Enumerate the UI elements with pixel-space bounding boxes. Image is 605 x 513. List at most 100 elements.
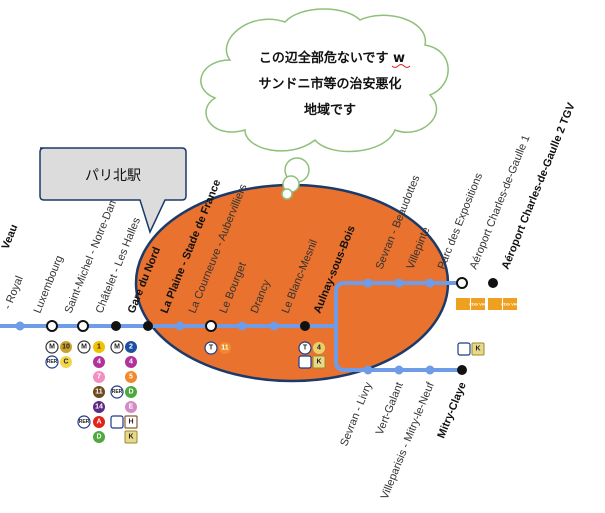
badge-label: 11: [95, 389, 103, 396]
badge-label: 5: [129, 374, 133, 381]
metro-icon: [45, 340, 59, 354]
line-badge: [60, 341, 72, 353]
line-badge: [125, 356, 137, 368]
badge-label: K: [128, 434, 133, 441]
badge-label: T: [303, 345, 308, 352]
station-marker[interactable]: [77, 320, 89, 332]
line-badge: [93, 356, 105, 368]
airport-icon: [456, 298, 470, 310]
badge-label: RER: [79, 419, 90, 425]
badge-label: M: [81, 344, 87, 351]
tram-icon: [298, 341, 312, 355]
badge-label: D: [96, 434, 101, 441]
badge-label: A: [96, 419, 101, 426]
line-badge: [93, 431, 105, 443]
callout-gare-du-nord: パリ北駅: [39, 147, 187, 235]
thought-line: この辺全部危ないです w: [259, 50, 405, 66]
rer-icon: [110, 385, 124, 399]
line-badge: [93, 341, 105, 353]
line-badge: [471, 342, 485, 356]
line-badge: [219, 342, 231, 354]
cdgval-badge: [503, 298, 517, 310]
station-marker[interactable]: [269, 321, 279, 331]
badge-label: E: [129, 404, 134, 411]
station-marker[interactable]: [143, 321, 153, 331]
line-badge: [93, 416, 105, 428]
station-marker[interactable]: [300, 321, 310, 331]
badge-label: T: [209, 345, 214, 352]
badge-label: CDG VAL: [469, 302, 487, 307]
station-label: Mitry-Claye: [435, 381, 468, 440]
thought-bubble-dot: [281, 188, 293, 200]
badge-label: RER: [112, 389, 123, 395]
line-badge: [313, 342, 325, 354]
station-marker[interactable]: [425, 278, 435, 288]
station-marker[interactable]: [205, 320, 217, 332]
metro-icon: [77, 340, 91, 354]
line-badge: [125, 401, 137, 413]
train-icon: [298, 355, 312, 369]
line-badge: [125, 386, 137, 398]
line-badge: [93, 386, 105, 398]
station-marker[interactable]: [363, 365, 373, 375]
spellcheck-underline: [391, 64, 411, 68]
badge-label: 7: [97, 374, 101, 381]
station-label: Sevran - Livry: [338, 380, 375, 448]
station-labels-mitry: Sevran - Livry Vert-Galant Villeparisis …: [338, 380, 469, 501]
station-marker[interactable]: [394, 365, 404, 375]
badge-label: 10: [62, 344, 70, 351]
badge-label: D: [128, 389, 133, 396]
station-label: Luxembourg: [32, 254, 66, 315]
badge-label: H: [128, 419, 133, 426]
station-label: Saint-Michel - Notre-Dame: [63, 190, 123, 315]
thought-bubble: この辺全部危ないです w サンドニ市等の治安悪化 地域です: [200, 8, 449, 200]
badge-label: C: [63, 359, 68, 366]
badge-label: 4: [97, 359, 101, 366]
connections-chatelet: M 1 4 7 11 14 RER A D: [77, 340, 105, 443]
badge-label: 4: [129, 359, 133, 366]
station-marker[interactable]: [111, 321, 121, 331]
metro-icon: [110, 340, 124, 354]
station-marker[interactable]: [488, 278, 498, 288]
badge-label: 14: [95, 404, 103, 411]
train-icon: [457, 342, 471, 356]
badge-label: 2: [129, 344, 133, 351]
connections-aulnay: T 4 K: [298, 341, 326, 369]
badge-label: 11: [221, 345, 229, 352]
line-badge: [93, 401, 105, 413]
station-marker[interactable]: [394, 278, 404, 288]
station-marker[interactable]: [15, 321, 25, 331]
airport-icon: [488, 298, 502, 310]
badge-label: K: [475, 346, 480, 353]
badge-label: M: [114, 344, 120, 351]
thought-line: サンドニ市等の治安悪化: [258, 76, 401, 92]
station-marker[interactable]: [363, 278, 373, 288]
connections-mitry: K: [457, 342, 485, 356]
badge-label: M: [49, 344, 55, 351]
station-label: - Royal: [2, 274, 26, 311]
station-marker[interactable]: [456, 277, 468, 289]
line-badge: [125, 371, 137, 383]
station-marker[interactable]: [46, 320, 58, 332]
line-badge: [124, 430, 138, 444]
badge-label: 1: [97, 344, 101, 351]
station-marker[interactable]: [425, 365, 435, 375]
connections-cdg: CDG VAL CDG VAL: [456, 298, 519, 310]
station-markers: [15, 277, 498, 375]
rer-icon: [77, 415, 91, 429]
badge-label: K: [316, 359, 321, 366]
station-marker[interactable]: [237, 321, 247, 331]
station-label: Aéroport Charles-de-Gaulle 1: [468, 133, 533, 271]
tram-icon: [204, 341, 218, 355]
callout-text: パリ北駅: [85, 168, 141, 184]
station-marker[interactable]: [175, 321, 185, 331]
line-badge: [124, 415, 138, 429]
connections-luxembourg: M 10 RER C: [45, 340, 72, 369]
badge-label: 4: [317, 345, 321, 352]
connections-gare-du-nord: M 2 4 5 RER D E H K: [110, 340, 138, 444]
line-badge: [93, 371, 105, 383]
station-marker[interactable]: [457, 365, 467, 375]
rer-icon: [45, 355, 59, 369]
line-badge: [312, 355, 326, 369]
